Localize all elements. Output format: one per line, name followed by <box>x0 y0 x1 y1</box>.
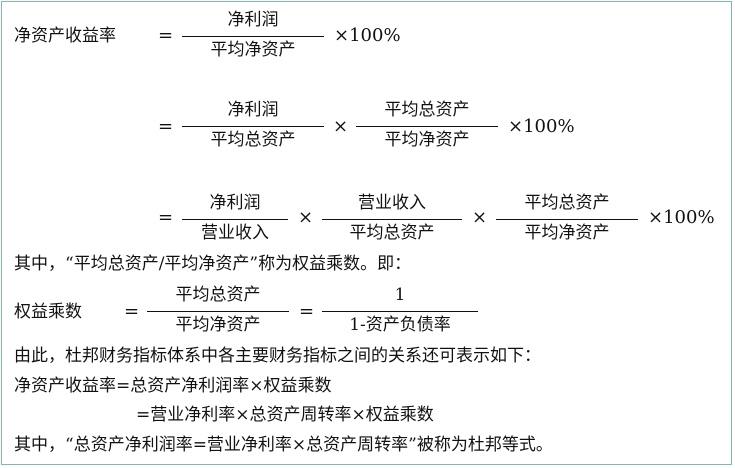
fraction-bar <box>322 219 462 220</box>
numerator: 营业收入 <box>358 193 426 213</box>
denominator: 平均净资产 <box>384 130 470 150</box>
note-equity-multiplier: 其中，“平均总资产/平均净资产”称为权益乘数。即： <box>14 254 412 274</box>
fraction-revenue-over-avg-total-assets: 营业收入 平均总资产 <box>322 193 462 245</box>
times-100-percent: ×100% <box>648 207 715 228</box>
fraction-bar <box>182 126 324 127</box>
times-sign: × <box>333 116 349 137</box>
numerator: 净利润 <box>227 100 279 120</box>
numerator: 净利润 <box>209 193 261 213</box>
note-dupont-relationship: 由此，杜邦财务指标体系中各主要财务指标之间的关系还可表示如下： <box>14 346 541 366</box>
denominator: 营业收入 <box>201 223 269 243</box>
denominator: 1-资产负债率 <box>349 315 451 335</box>
fraction-net-profit-over-avg-total-assets: 净利润 平均总资产 <box>182 100 324 152</box>
equals-sign: = <box>299 301 315 322</box>
denominator: 平均净资产 <box>524 223 610 243</box>
numerator: 平均总资产 <box>384 100 470 120</box>
equals-sign: = <box>124 301 140 322</box>
fraction-net-profit-over-avg-net-assets: 净利润 平均净资产 <box>182 10 324 62</box>
fraction-avg-total-assets-over-avg-net-assets: 平均总资产 平均净资产 <box>356 100 498 152</box>
denominator: 平均总资产 <box>349 223 435 243</box>
times-100-percent: ×100% <box>334 25 401 46</box>
equals-sign: = <box>158 207 174 228</box>
note-dupont-identity: 其中，“总资产净利润率=营业净利率×总资产周转率”被称为杜邦等式。 <box>14 435 553 455</box>
roe-label: 净资产收益率 <box>14 26 116 46</box>
fraction-bar <box>496 219 638 220</box>
denominator: 平均净资产 <box>210 40 296 60</box>
times-sign: × <box>298 207 314 228</box>
fraction-avg-total-assets-over-avg-net-assets: 平均总资产 平均净资产 <box>147 285 289 337</box>
relation-roe: 净资产收益率=总资产净利润率×权益乘数 <box>14 376 332 396</box>
numerator: 1 <box>394 285 406 305</box>
fraction-bar <box>182 219 288 220</box>
equals-sign: = <box>158 116 174 137</box>
denominator: 平均总资产 <box>210 130 296 150</box>
numerator: 平均总资产 <box>524 193 610 213</box>
numerator: 净利润 <box>227 10 279 30</box>
times-sign: × <box>472 207 488 228</box>
fraction-one-over-one-minus-debt-ratio: 1 1-资产负债率 <box>322 285 478 337</box>
fraction-bar <box>356 126 498 127</box>
times-100-percent: ×100% <box>508 116 575 137</box>
denominator: 平均净资产 <box>175 315 261 335</box>
equity-multiplier-label: 权益乘数 <box>14 302 82 322</box>
relation-roe-expanded: =营业净利率×总资产周转率×权益乘数 <box>136 405 434 425</box>
equals-sign: = <box>158 25 174 46</box>
fraction-avg-total-assets-over-avg-net-assets: 平均总资产 平均净资产 <box>496 193 638 245</box>
fraction-bar <box>182 36 324 37</box>
fraction-bar <box>322 311 478 312</box>
fraction-bar <box>147 311 289 312</box>
fraction-net-profit-over-revenue: 净利润 营业收入 <box>182 193 288 245</box>
numerator: 平均总资产 <box>175 285 261 305</box>
